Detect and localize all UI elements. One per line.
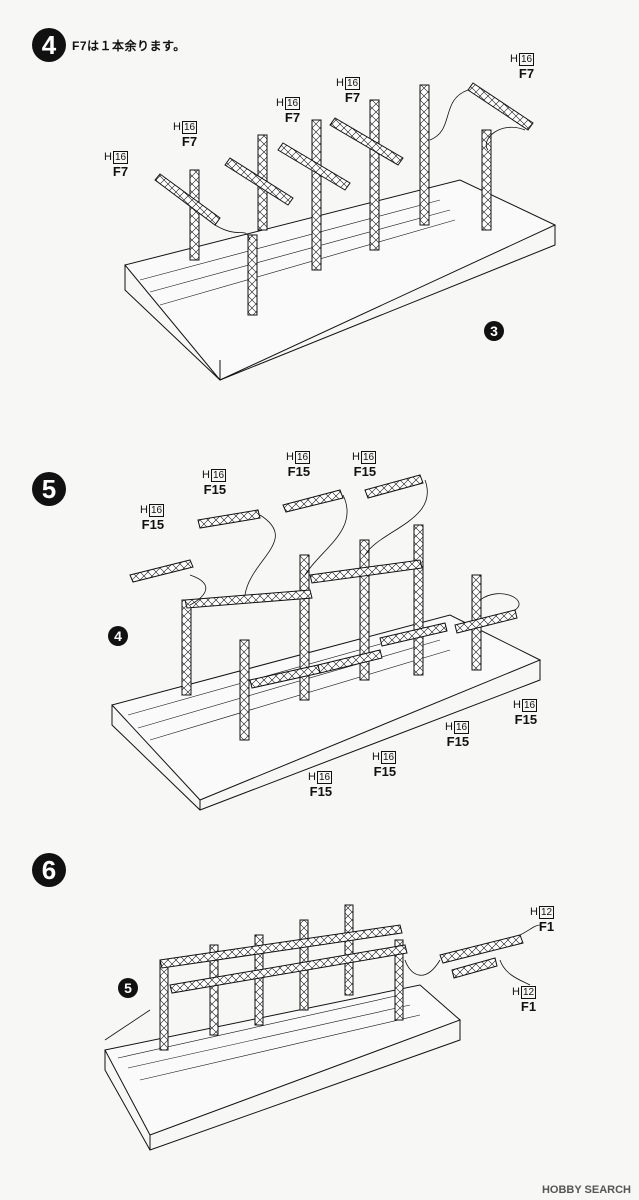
step6-beams — [159, 924, 524, 994]
step-5-ref: 4 — [108, 626, 128, 646]
step-4-number: 4 — [32, 28, 66, 62]
step-6-number: 6 — [32, 853, 66, 887]
part-label: F7 — [112, 164, 129, 179]
part-label: F7 — [344, 90, 361, 105]
step4-guides — [214, 89, 526, 241]
step5-guides — [189, 479, 520, 611]
step4-columns — [189, 84, 492, 316]
step4-base — [124, 179, 557, 381]
watermark: HOBBY SEARCH — [541, 1184, 631, 1196]
part-label: F7 — [284, 110, 301, 125]
step6-base — [104, 984, 461, 1151]
step-5-number: 5 — [32, 472, 66, 506]
step4-beams — [154, 82, 534, 226]
step-4-note: F7は１本余ります。 — [72, 39, 186, 53]
step-6-ref: 5 — [118, 978, 138, 998]
part-label: F7 — [518, 66, 535, 81]
part-label: F7 — [181, 134, 198, 149]
step6-guides — [104, 924, 541, 1041]
step5-beams — [129, 474, 518, 689]
step-4-ref: 3 — [484, 321, 504, 341]
step5-base — [111, 614, 542, 811]
